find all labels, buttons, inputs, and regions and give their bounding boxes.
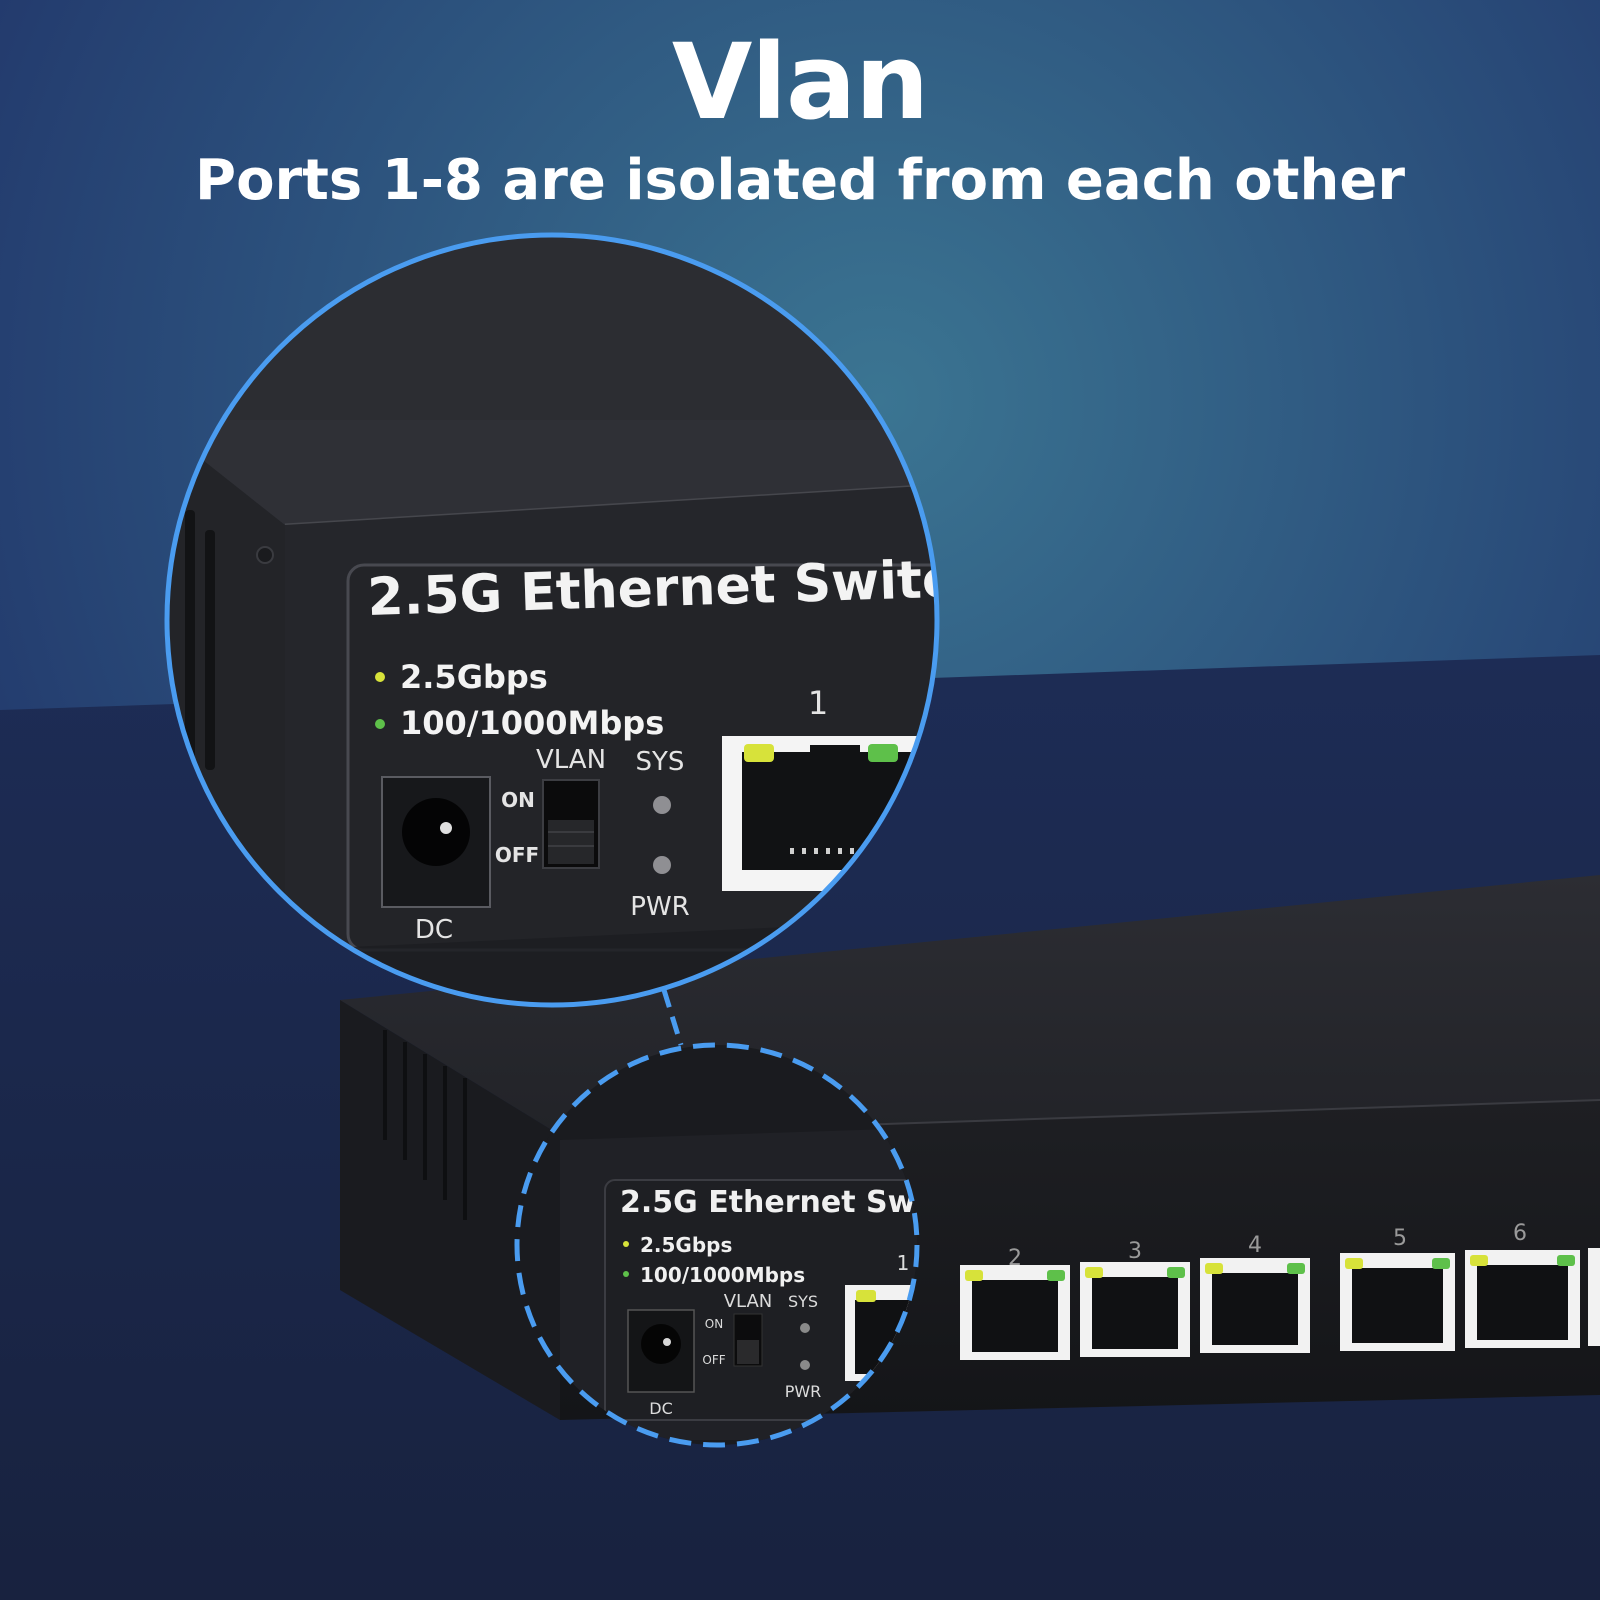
small-legend-label: 2.5Gbps <box>640 1233 732 1257</box>
small-on-label: ON <box>705 1317 723 1331</box>
port-number-label: 3 <box>1128 1239 1142 1264</box>
small-device-name: 2.5G Ethernet Switch <box>620 1185 979 1220</box>
small-inset-dashed-ring <box>514 1042 920 1448</box>
ethernet-port-2: 2 <box>960 1246 1070 1360</box>
switch-off-label: OFF <box>495 843 539 867</box>
vlan-toggle-switch[interactable] <box>542 779 600 869</box>
port-number-label: 5 <box>1393 1226 1407 1251</box>
headline-title: Vlan <box>671 21 929 143</box>
led-legend-green <box>375 719 385 729</box>
legend-label-100-1000mbps: 100/1000Mbps <box>400 704 664 742</box>
ethernet-port-3: 3 <box>1080 1239 1190 1357</box>
headline-subtitle: Ports 1-8 are isolated from each other <box>195 148 1405 213</box>
legend-label-2-5gbps: 2.5Gbps <box>400 658 548 696</box>
ethernet-port-4: 4 <box>1200 1233 1310 1353</box>
small-led-legend-green <box>623 1271 629 1277</box>
small-pwr-label: PWR <box>785 1382 822 1401</box>
small-sys-label: SYS <box>788 1292 818 1311</box>
port-number-label-1: 1 <box>808 684 828 722</box>
small-inset-detail: 2.5G Ethernet Switch 2.5Gbps 100/1000Mbp… <box>514 1042 979 1448</box>
large-zoom-ring <box>164 232 940 1008</box>
pwr-label: PWR <box>630 892 689 922</box>
port-led-yellow <box>744 744 774 762</box>
switch-on-label: ON <box>501 788 535 812</box>
ethernet-port-5: 5 <box>1340 1226 1455 1351</box>
small-legend-label: 100/1000Mbps <box>640 1263 805 1287</box>
small-led-legend-yellow <box>623 1241 629 1247</box>
sys-led <box>653 796 671 814</box>
sys-label: SYS <box>636 747 685 777</box>
port-led-green <box>868 744 898 762</box>
ethernet-port-6: 6 <box>1465 1221 1580 1348</box>
dc-label: DC <box>415 915 453 945</box>
led-legend-yellow <box>375 672 385 682</box>
port-number-label: 4 <box>1248 1233 1262 1258</box>
small-off-label: OFF <box>702 1353 725 1367</box>
small-vlan-label: VLAN <box>724 1291 773 1312</box>
small-dc-label: DC <box>649 1399 673 1418</box>
large-zoom-detail: 2.5G Ethernet Switch 2.5Gbps 100/1000Mbp… <box>164 232 940 1008</box>
connector-dashed-line <box>661 989 684 1046</box>
port-number-label: 2 <box>1008 1246 1022 1271</box>
port-number-label: 6 <box>1513 1221 1527 1246</box>
dc-power-jack <box>381 776 491 908</box>
front-port-row: 2 3 4 5 <box>960 1221 1600 1360</box>
pwr-led <box>653 856 671 874</box>
ethernet-port-partial <box>1588 1248 1600 1346</box>
small-port-number: 1 <box>897 1251 910 1275</box>
vlan-label: VLAN <box>536 745 606 775</box>
ethernet-port-1 <box>722 736 937 891</box>
